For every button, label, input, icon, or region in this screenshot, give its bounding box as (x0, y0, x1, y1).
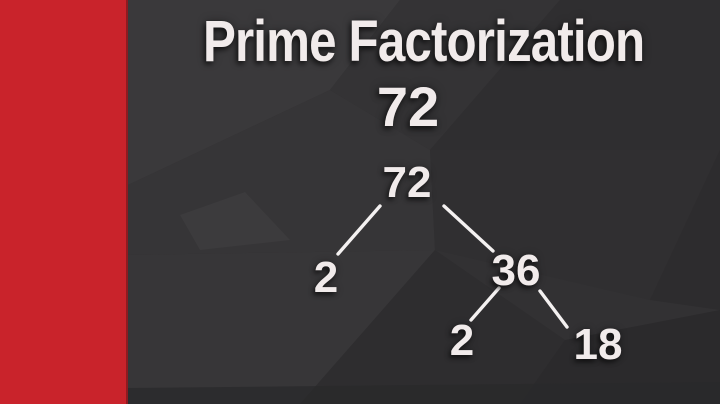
tree-edge-36-2 (469, 286, 501, 322)
slide-subtitle-number: 72 (376, 75, 440, 138)
tree-node-18: 18 (573, 320, 623, 369)
tree-node-root: 72 (382, 158, 432, 207)
tree-edge-72-2 (336, 204, 382, 256)
slide-title-text: Prime Factorization (203, 9, 645, 74)
tree-node-mid-2: 2 (449, 316, 475, 365)
slide-title: Prime Factorization (128, 13, 720, 71)
tree-edge-72-36 (442, 204, 495, 253)
tree-node-36: 36 (491, 246, 541, 295)
tree-node-left-2: 2 (313, 253, 339, 302)
tree-edge-36-18 (538, 289, 569, 329)
red-accent-bar (0, 0, 128, 404)
